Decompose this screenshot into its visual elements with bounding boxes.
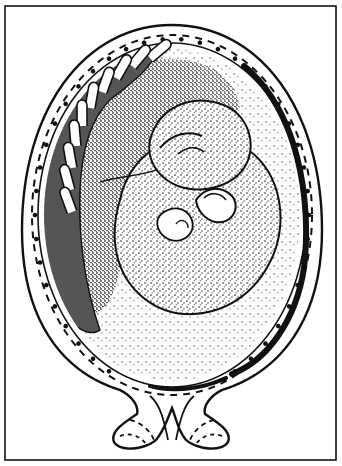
wall-dot bbox=[63, 102, 68, 107]
wall-dot bbox=[76, 84, 81, 89]
wall-dot bbox=[34, 237, 39, 242]
wall-dot bbox=[38, 165, 43, 170]
wall-dot bbox=[76, 341, 81, 346]
wall-dot bbox=[38, 260, 43, 265]
wall-dot bbox=[179, 37, 184, 42]
wall-dot bbox=[53, 121, 58, 126]
wall-dot bbox=[33, 213, 38, 218]
wall-dot bbox=[63, 324, 68, 329]
wall-dot bbox=[216, 47, 221, 52]
embryo-head bbox=[149, 101, 250, 190]
wall-dot bbox=[53, 304, 58, 309]
wall-dot bbox=[198, 40, 203, 45]
wall-dot bbox=[91, 357, 96, 362]
wall-dot bbox=[44, 143, 49, 148]
wall-dot bbox=[124, 47, 129, 52]
wall-dot bbox=[44, 283, 49, 288]
wall-dot bbox=[233, 56, 238, 61]
wall-dot bbox=[34, 189, 39, 194]
wall-dot bbox=[91, 69, 96, 74]
wall-dot bbox=[107, 369, 112, 374]
wall-dot bbox=[107, 56, 112, 61]
